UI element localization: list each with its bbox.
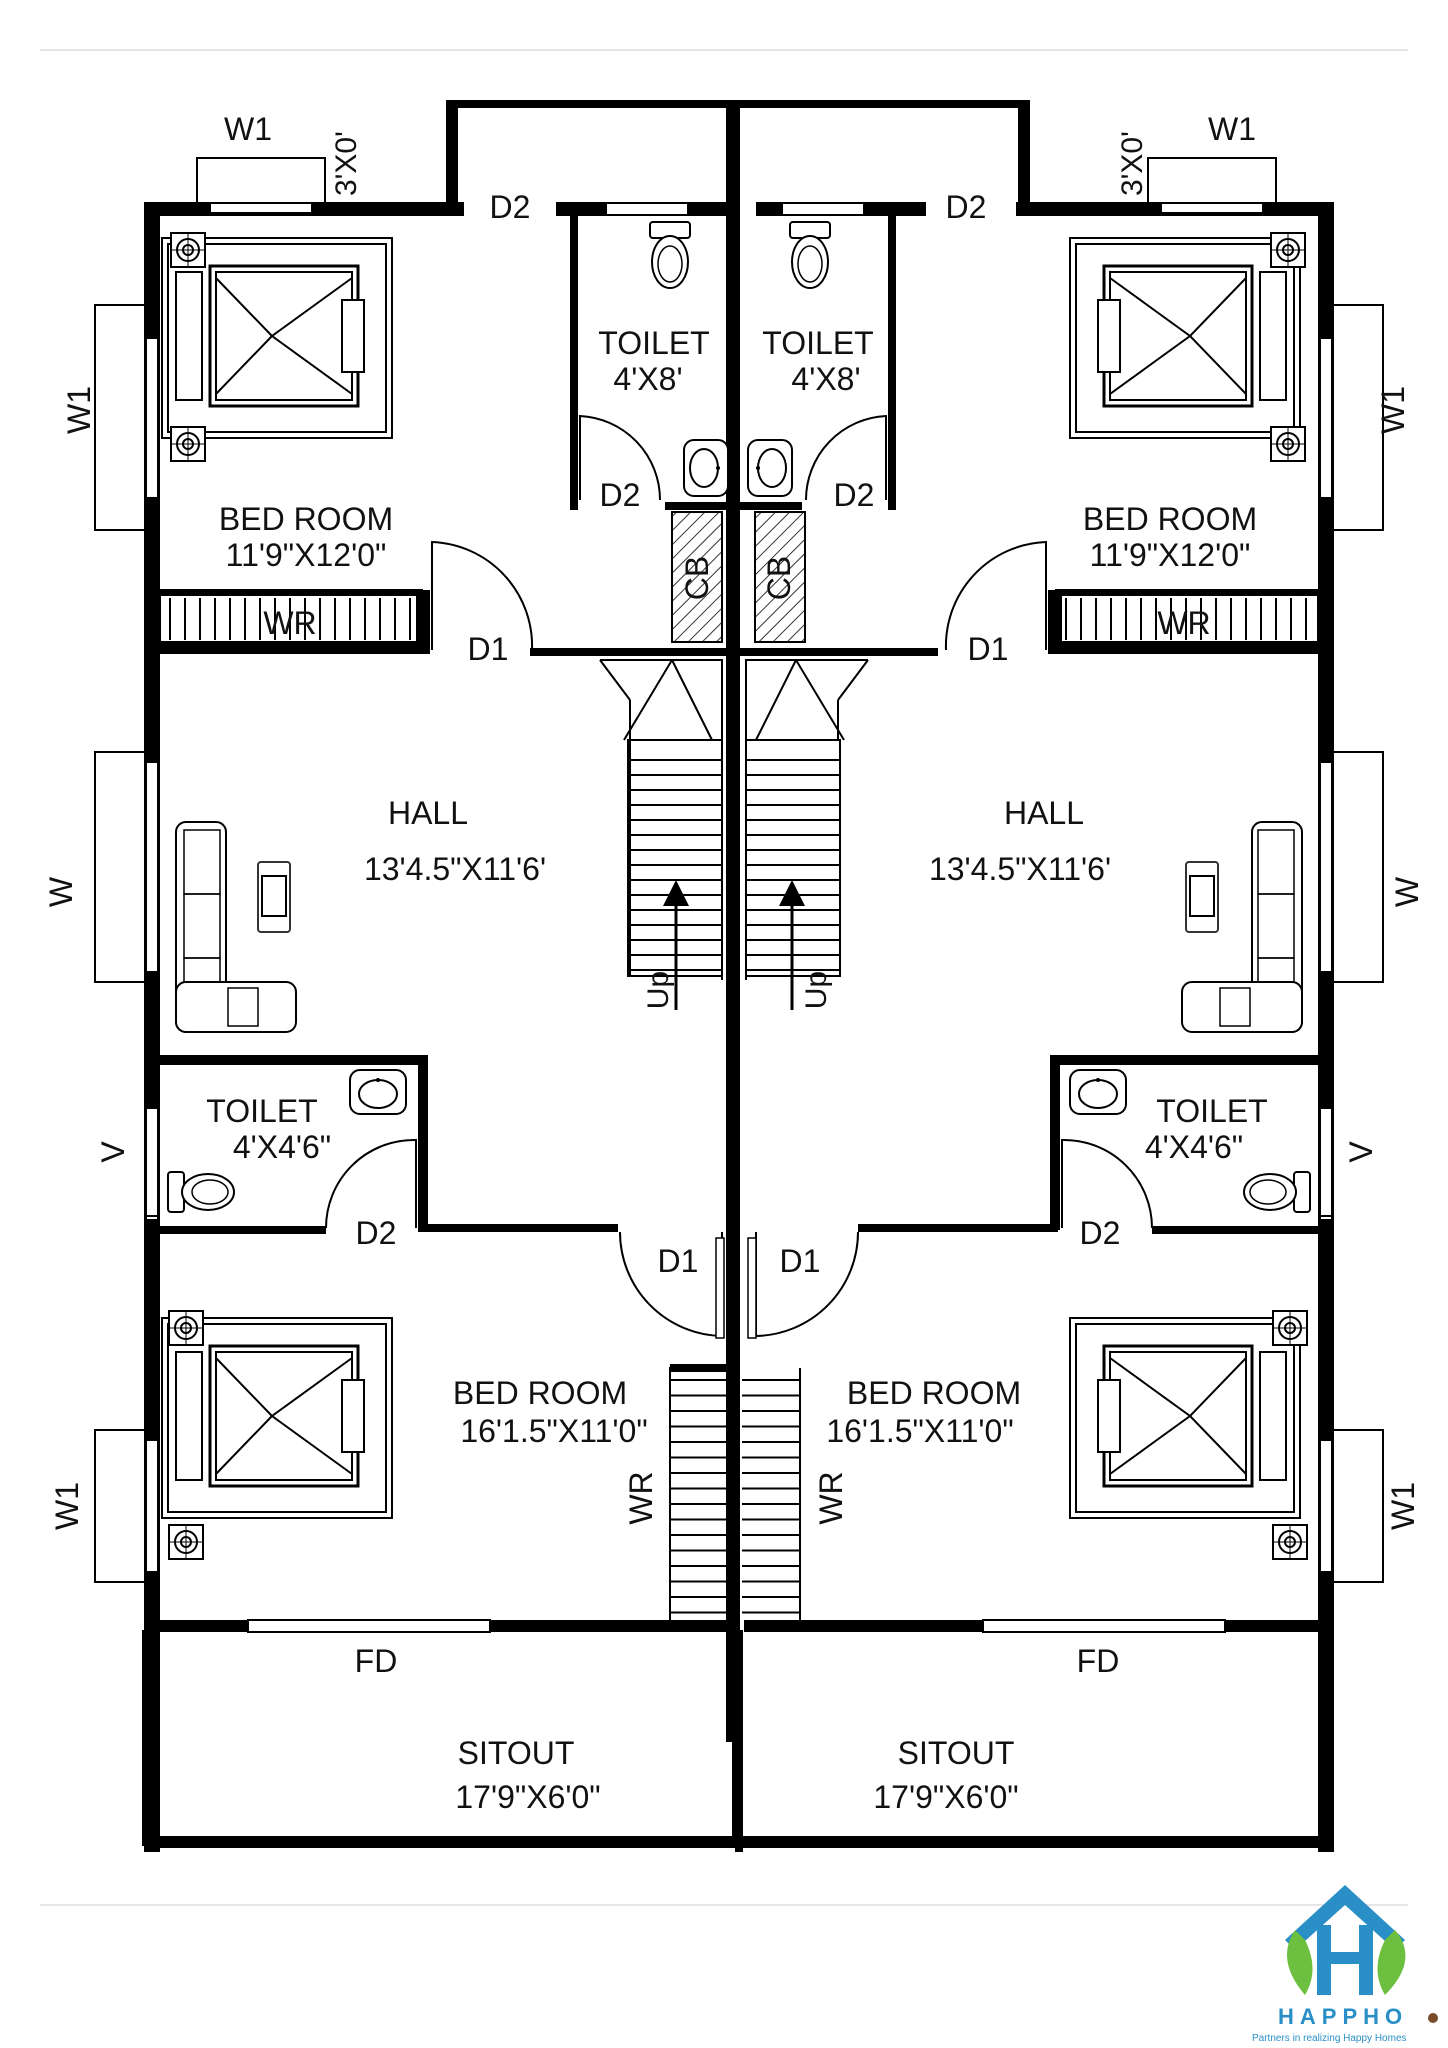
wardrobe-label: WR <box>1157 605 1210 641</box>
room-name: BED ROOM <box>219 501 393 537</box>
window-label: W <box>43 876 79 907</box>
window-label: W1 <box>49 1482 85 1530</box>
room-size: 17'9"X6'0" <box>873 1779 1018 1815</box>
window-label: V <box>1343 1141 1379 1163</box>
room-name: BED ROOM <box>1083 501 1257 537</box>
window-label: V <box>95 1141 131 1163</box>
room-name: HALL <box>388 795 468 831</box>
stair-label: Up <box>800 971 833 1009</box>
house-left-leaf-icon <box>1287 1930 1313 1995</box>
door-label: D2 <box>490 189 531 225</box>
door-label: D1 <box>658 1243 699 1279</box>
wardrobe-top-right <box>1055 589 1319 644</box>
room-size: 16'1.5"X11'0" <box>826 1413 1013 1449</box>
room-size: 11'9"X12'0" <box>226 537 387 573</box>
up-arrow-left <box>663 880 689 1010</box>
window-label: W1 <box>1385 1482 1421 1530</box>
window-size-label: 3'X0' <box>330 131 363 196</box>
basin-mid-right <box>1069 1069 1127 1115</box>
door-label: D2 <box>600 477 641 513</box>
door-swings <box>325 414 1153 1339</box>
door-label: D1 <box>968 631 1009 667</box>
window-label: W1 <box>1208 111 1256 147</box>
room-name: BED ROOM <box>453 1375 627 1411</box>
door-label: D2 <box>1080 1215 1121 1251</box>
bed-top-right <box>1068 236 1302 440</box>
wardrobe-top-left <box>159 589 423 644</box>
room-name: TOILET <box>206 1093 317 1129</box>
window-size-label: 3'X0' <box>1116 131 1149 196</box>
room-size: 4'X4'6" <box>233 1129 331 1165</box>
wardrobe-top-hatching <box>169 598 1307 640</box>
room-name: TOILET <box>762 325 873 361</box>
room-size: 16'1.5"X11'0" <box>460 1413 647 1449</box>
basin-mid-left <box>349 1069 407 1115</box>
brand-tagline: Partners in realizing Happy Homes <box>1252 2033 1407 2044</box>
happho-logo <box>1285 1885 1438 2023</box>
room-name: SITOUT <box>458 1735 575 1771</box>
wardrobe-label: WR <box>263 605 316 641</box>
room-name: TOILET <box>598 325 709 361</box>
stair-label: Up <box>642 971 675 1009</box>
cupboard-label: CB <box>679 556 715 600</box>
room-size: 13'4.5"X11'6' <box>364 851 546 887</box>
wardrobe-bottom-hatching <box>670 1379 800 1614</box>
cupboard-label: CB <box>761 556 797 600</box>
door-label: D2 <box>356 1215 397 1251</box>
up-arrow-right <box>779 880 805 1010</box>
wc-mid-left <box>167 1171 235 1213</box>
room-name: BED ROOM <box>847 1375 1021 1411</box>
door-label: FD <box>355 1643 398 1679</box>
door-label: D2 <box>834 477 875 513</box>
room-size: 13'4.5"X11'6' <box>929 851 1111 887</box>
window-label: W1 <box>224 111 272 147</box>
bird-icon <box>1428 2013 1438 2023</box>
wc-top-right <box>789 221 831 289</box>
window-label: W1 <box>1375 386 1411 434</box>
wc-mid-right <box>1243 1171 1311 1213</box>
house-right-leaf-icon <box>1377 1930 1406 1995</box>
staircase-right <box>745 659 869 980</box>
room-name: TOILET <box>1156 1093 1267 1129</box>
wardrobe-bottom-left <box>669 1364 732 1623</box>
basin-top-right <box>747 439 793 497</box>
bed-bottom-left <box>160 1316 394 1520</box>
basin-top-left <box>683 439 729 497</box>
door-label: D1 <box>468 631 509 667</box>
room-name: SITOUT <box>898 1735 1015 1771</box>
door-label: FD <box>1077 1643 1120 1679</box>
room-size: 4'X8' <box>613 361 682 397</box>
door-label: D2 <box>946 189 987 225</box>
room-size: 4'X4'6" <box>1145 1129 1243 1165</box>
room-size: 11'9"X12'0" <box>1090 537 1251 573</box>
bed-bottom-right <box>1068 1316 1302 1520</box>
room-size: 4'X8' <box>791 361 860 397</box>
brand-name: HAPPHO <box>1278 2004 1409 2029</box>
window-label: W <box>1389 876 1425 907</box>
door-label: D1 <box>780 1243 821 1279</box>
room-name: HALL <box>1004 795 1084 831</box>
room-size: 17'9"X6'0" <box>455 1779 600 1815</box>
window-label: W1 <box>61 386 97 434</box>
wardrobe-label: WR <box>813 1471 849 1524</box>
wardrobe-label: WR <box>623 1471 659 1524</box>
wc-top-left <box>649 221 691 289</box>
